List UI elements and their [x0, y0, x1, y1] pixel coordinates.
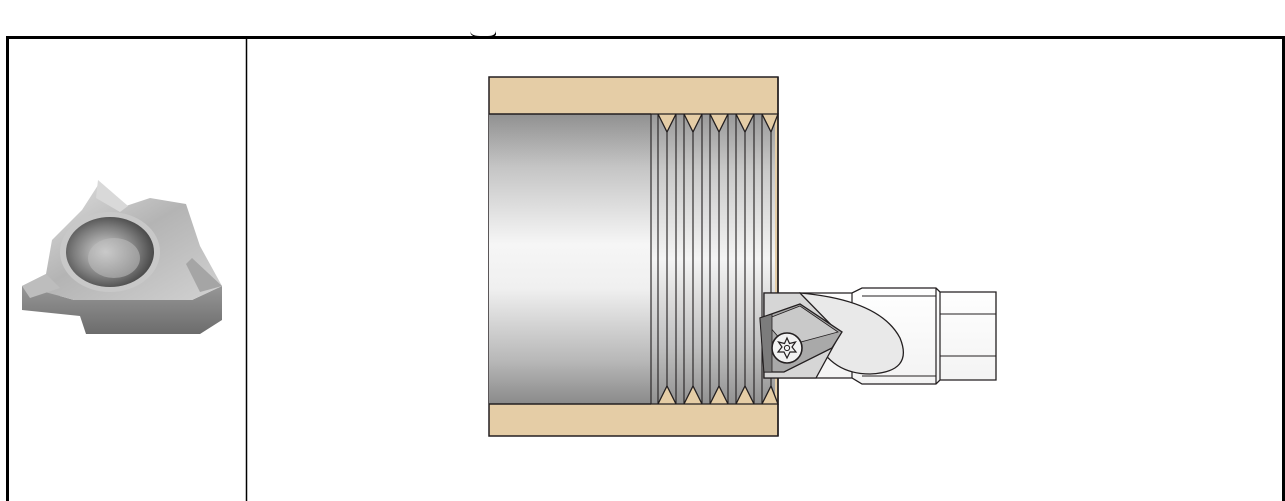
insert-side-face [22, 278, 222, 334]
boring-bar [759, 287, 997, 385]
insert-upper-tooth [96, 180, 128, 212]
thread-lines [650, 114, 772, 404]
insert-hole-floor [88, 238, 140, 278]
insert-left-facet [22, 274, 60, 298]
bore-outline [489, 113, 651, 405]
threading-insert-icon [22, 180, 222, 334]
workpiece [488, 76, 779, 437]
table-frame [6, 30, 1285, 501]
clipped-heading-fragment [470, 30, 496, 37]
bore-smooth-section [489, 114, 651, 404]
insert-right-facet [186, 258, 222, 292]
torx-screw-icon [771, 332, 803, 364]
bore-thread-section [651, 114, 775, 404]
